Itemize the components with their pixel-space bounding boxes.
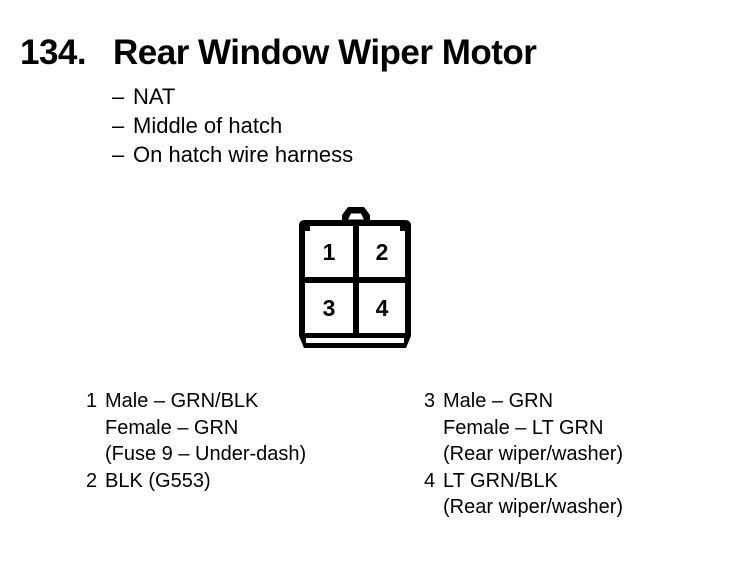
pin-wire-line: (Rear wiper/washer) xyxy=(443,496,624,518)
page-title: 134. Rear Window Wiper Motor xyxy=(20,33,537,73)
pin-entry-number: 4 xyxy=(424,469,436,492)
pin-wire-line: Male – GRN xyxy=(443,390,554,412)
pin-entry-lines: Male – GRN Female – LT GRN (Rear wiper/w… xyxy=(443,388,623,468)
pin-entry-2: 2 BLK (G553) xyxy=(86,468,306,495)
pin-entry-4: 4 LT GRN/BLK (Rear wiper/washer) xyxy=(424,468,623,521)
pin-wire-line: Female – GRN xyxy=(105,416,239,439)
connector-diagram: 1 2 3 4 xyxy=(299,207,411,348)
pin-entry-lines: BLK (G553) xyxy=(105,468,211,495)
latch-tab-slot xyxy=(348,213,364,220)
pin-entry-3: 3 Male – GRN Female – LT GRN (Rear wiper… xyxy=(424,388,623,468)
note-text: On hatch wire harness xyxy=(133,142,354,167)
connector-cavity-1 xyxy=(305,226,353,277)
note-dash: – xyxy=(112,142,125,167)
pin-entry-lines: Male – GRN/BLK Female – GRN (Fuse 9 – Un… xyxy=(105,388,306,468)
pin-wire-line: LT GRN/BLK xyxy=(443,469,558,492)
pin-number-1: 1 xyxy=(323,239,336,265)
pin-wire-line: Female – LT GRN xyxy=(443,416,604,439)
note-text: NAT xyxy=(133,84,176,109)
pin-wire-line: (Rear wiper/washer) xyxy=(443,443,624,465)
pin-wire-line: Male – GRN/BLK xyxy=(105,390,259,412)
pin-number-3: 3 xyxy=(323,295,336,321)
connector-bottom-slot xyxy=(306,338,404,343)
pin-entry-number: 3 xyxy=(424,390,436,412)
connector-cavity-3 xyxy=(305,283,353,333)
pin-entry-number: 1 xyxy=(86,390,98,412)
pin-entry-number: 2 xyxy=(86,469,98,492)
pin-legend-left: 1 Male – GRN/BLK Female – GRN (Fuse 9 – … xyxy=(86,388,306,494)
note-line: – NAT xyxy=(112,82,353,111)
note-line: – On hatch wire harness xyxy=(112,140,353,169)
pin-wire-line: (Fuse 9 – Under-dash) xyxy=(105,443,307,465)
pin-legend-right: 3 Male – GRN Female – LT GRN (Rear wiper… xyxy=(424,388,623,521)
pin-number-4: 4 xyxy=(376,295,389,321)
note-line: – Middle of hatch xyxy=(112,111,353,140)
pin-wire-line: BLK (G553) xyxy=(105,469,211,492)
note-dash: – xyxy=(112,113,125,138)
section-title: Rear Window Wiper Motor xyxy=(113,33,537,72)
note-text: Middle of hatch xyxy=(133,113,283,138)
connector-cavity-4 xyxy=(359,283,405,333)
section-number: 134. xyxy=(20,33,87,72)
note-dash: – xyxy=(112,84,125,109)
connector-notes: – NAT – Middle of hatch – On hatch wire … xyxy=(112,82,353,169)
pin-number-2: 2 xyxy=(376,239,389,265)
pin-entry-lines: LT GRN/BLK (Rear wiper/washer) xyxy=(443,468,623,521)
connector-cavity-2 xyxy=(359,226,405,277)
pin-entry-1: 1 Male – GRN/BLK Female – GRN (Fuse 9 – … xyxy=(86,388,306,468)
